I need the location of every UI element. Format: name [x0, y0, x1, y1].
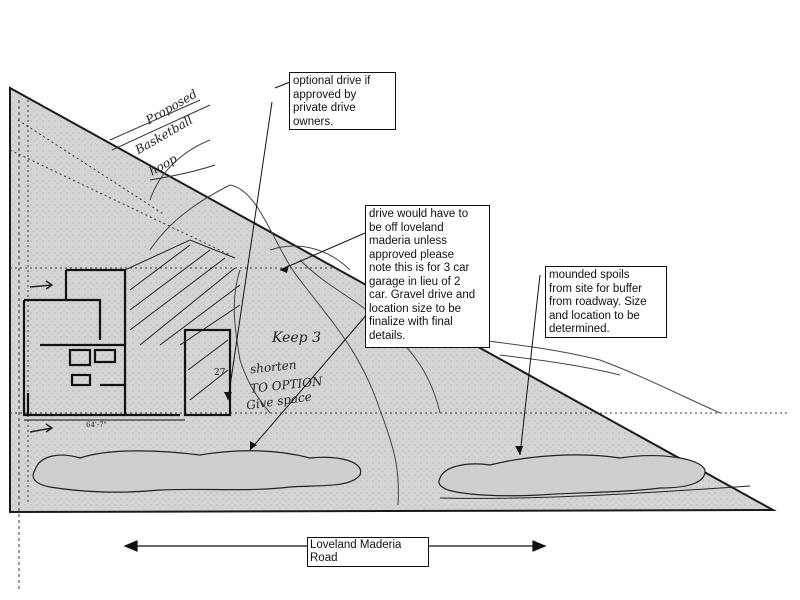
- note-optional-drive: optional drive if approved by private dr…: [289, 72, 396, 130]
- leader-lines: [227, 81, 541, 456]
- dimension-27: 27: [214, 368, 226, 378]
- handwriting-keep: Keep 3: [272, 330, 321, 346]
- leader-arrowheads: [224, 265, 523, 455]
- house-footprint: [22, 268, 232, 417]
- basketball-scribble: [109, 99, 216, 181]
- dimension-64: 64'-7": [86, 421, 107, 429]
- note-drive-loveland: drive would have to be off loveland made…: [365, 205, 490, 348]
- note-mounded-spoils: mounded spoils from site for buffer from…: [545, 266, 667, 338]
- entry-arrows: [29, 280, 54, 433]
- mound-right: [438, 454, 706, 497]
- road-centerline-sketch: [439, 485, 751, 499]
- road-label: Loveland Maderia Road: [307, 537, 429, 567]
- drive-hatch: [124, 239, 241, 401]
- mound-left: [32, 450, 362, 493]
